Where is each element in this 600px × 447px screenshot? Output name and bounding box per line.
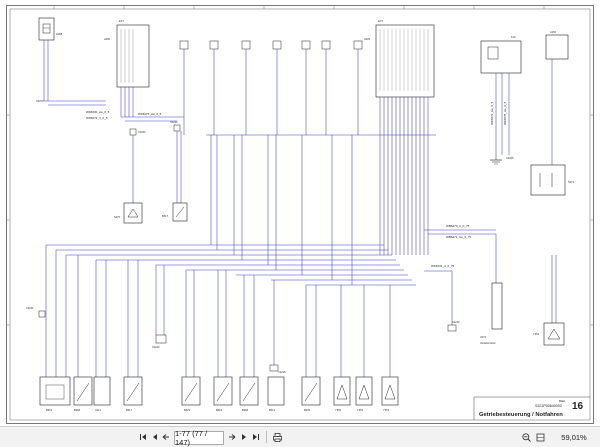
zoom-out-icon[interactable] bbox=[520, 427, 532, 447]
svg-text:K10: K10 bbox=[511, 35, 516, 39]
module-a050[interactable]: EXT A050 bbox=[104, 19, 150, 88]
module-a005[interactable]: EXT A005 bbox=[364, 19, 435, 98]
svg-text:Y660: Y660 bbox=[335, 408, 342, 412]
module-a050-tag: EXT bbox=[119, 19, 124, 23]
svg-text:X4228: X4228 bbox=[278, 370, 286, 374]
connector-x4229[interactable]: X4229 bbox=[152, 334, 167, 349]
svg-text:B014: B014 bbox=[269, 408, 276, 412]
svg-text:A150: A150 bbox=[550, 30, 557, 34]
wire-wf6034: WF6034_rt_0_75 bbox=[431, 264, 455, 268]
print-icon[interactable] bbox=[271, 427, 283, 447]
component-b616[interactable]: B616 bbox=[39, 376, 71, 412]
wire-wf6072-sw: WF6072_sw_0_5 bbox=[490, 101, 494, 125]
schematic-sheet: H068 X4370 EXT A050 bbox=[6, 5, 594, 424]
first-page-icon[interactable] bbox=[138, 427, 148, 447]
relay-k10[interactable]: K10 bbox=[480, 35, 522, 74]
svg-text:Verteilerstück: Verteilerstück bbox=[480, 341, 496, 345]
svg-text:B616: B616 bbox=[46, 408, 53, 412]
next-page-icon[interactable] bbox=[239, 427, 249, 447]
svg-text:S070: S070 bbox=[114, 215, 121, 219]
component-b615[interactable]: B615 bbox=[213, 376, 233, 412]
sheet-label: Blatt bbox=[559, 399, 565, 403]
svg-text:B617: B617 bbox=[126, 408, 133, 412]
component-b617-top[interactable]: B617 bbox=[162, 202, 188, 222]
page-input[interactable]: 1-77 (77 / 147) bbox=[174, 429, 224, 447]
arrow-right-icon[interactable] bbox=[227, 427, 237, 447]
svg-text:X4234: X4234 bbox=[170, 120, 178, 124]
module-h068-label: H068 bbox=[56, 32, 63, 36]
component-s074[interactable]: S074 bbox=[530, 164, 575, 196]
svg-text:Y662: Y662 bbox=[357, 408, 364, 412]
svg-text:Y663: Y663 bbox=[383, 408, 390, 412]
svg-text:B039: B039 bbox=[304, 408, 311, 412]
svg-text:Y654: Y654 bbox=[533, 332, 540, 336]
svg-text:B617: B617 bbox=[162, 214, 169, 218]
svg-text:B615: B615 bbox=[216, 408, 223, 412]
zoom-level[interactable]: 59,01% bbox=[561, 432, 587, 442]
wire-x4370: X4370 bbox=[36, 99, 44, 103]
svg-text:S074: S074 bbox=[568, 180, 575, 184]
svg-text:A211: A211 bbox=[95, 408, 101, 412]
component-s070[interactable]: S070 bbox=[114, 202, 143, 224]
last-page-icon[interactable] bbox=[251, 427, 261, 447]
component-b629[interactable]: B629 bbox=[181, 376, 201, 412]
svg-text:X4233: X4233 bbox=[138, 130, 146, 134]
component-y654[interactable]: Y654 bbox=[533, 322, 565, 346]
module-a005-tag: EXT bbox=[378, 19, 383, 23]
component-a211[interactable]: A211 bbox=[93, 376, 111, 412]
component-y662[interactable]: Y662 bbox=[355, 376, 373, 412]
svg-text:B629: B629 bbox=[184, 408, 191, 412]
svg-text:X4229: X4229 bbox=[152, 345, 160, 349]
module-a005-id: A005 bbox=[364, 37, 371, 41]
sheet-number: 16 bbox=[572, 401, 584, 412]
svg-text:A074: A074 bbox=[480, 335, 487, 339]
component-y660[interactable]: Y660 bbox=[333, 376, 351, 412]
drawing-title: Getriebesteuerung / Notfahren bbox=[479, 412, 563, 418]
svg-text:B668: B668 bbox=[242, 408, 249, 412]
component-a074[interactable]: A074 Verteilerstück bbox=[480, 282, 503, 345]
component-b668-b[interactable]: B668 bbox=[239, 376, 259, 412]
svg-text:X4232: X4232 bbox=[452, 320, 460, 324]
wire-wb6270: WB6270_rt_0_75 bbox=[446, 224, 470, 228]
viewer-toolbar: 1-77 (77 / 147) 59,01% bbox=[0, 426, 600, 447]
svg-text:X4241: X4241 bbox=[26, 306, 34, 310]
connector-x4228[interactable]: X4228 bbox=[269, 364, 286, 374]
svg-text:B668: B668 bbox=[74, 408, 81, 412]
component-b039[interactable]: B039 bbox=[301, 376, 321, 412]
wire-wf6075-sw: WF6075_sw_0_5 bbox=[503, 101, 507, 125]
component-y663[interactable]: Y663 bbox=[381, 376, 399, 412]
fit-page-icon[interactable] bbox=[534, 427, 546, 447]
wire-wf6076: WF6076_sw_0_5 bbox=[138, 112, 162, 116]
connector-x4241[interactable]: X4241 bbox=[26, 306, 46, 318]
svg-text:X4945: X4945 bbox=[506, 156, 514, 160]
component-b617-bottom[interactable]: B617 bbox=[123, 376, 143, 412]
component-b014[interactable]: B014 bbox=[267, 376, 285, 412]
title-block: Blatt 16 S321P00640003 Getriebesteuerung… bbox=[473, 396, 590, 420]
module-a150[interactable]: A150 bbox=[545, 30, 569, 60]
wire-wf6072: WF6072_rt_0_5 bbox=[86, 116, 108, 120]
document-code: S321P00640003 bbox=[535, 404, 562, 408]
prev-page-icon[interactable] bbox=[150, 427, 160, 447]
arrow-left-icon[interactable] bbox=[161, 427, 171, 447]
wire-wb6271: WB6271_sw_0_75 bbox=[446, 235, 472, 239]
module-h068[interactable]: H068 bbox=[38, 17, 63, 41]
ground-x4945: X4945 bbox=[490, 155, 514, 165]
component-b668[interactable]: B668 bbox=[73, 376, 93, 412]
wire-wf6030: WF6030_sw_0_5 bbox=[86, 110, 110, 114]
module-a050-id: A050 bbox=[104, 37, 111, 41]
connector-x4232[interactable]: X4232 bbox=[447, 320, 460, 332]
